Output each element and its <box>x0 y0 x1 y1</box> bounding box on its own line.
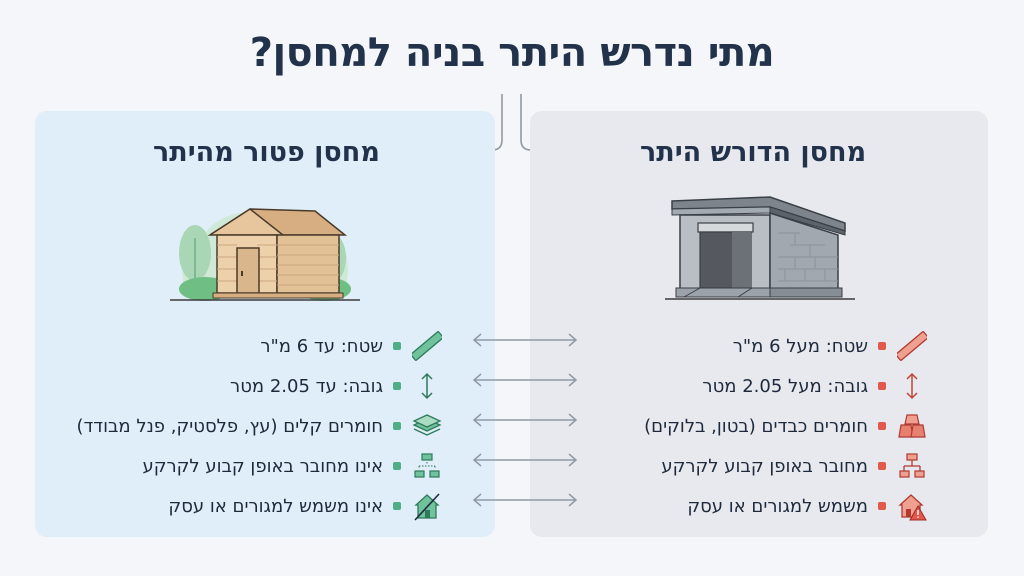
permit-criterion-fixed: מחובר באופן קבוע לקרקע <box>644 446 928 486</box>
ruler-icon <box>896 330 928 362</box>
exempt-panel-title: מחסן פטור מהיתר <box>153 137 380 168</box>
bullet <box>393 422 401 430</box>
permit-criteria-list: שטח: מעל 6 מ"ר גובה: מעל 2.05 מטר חומרים… <box>644 326 928 526</box>
page-title: מתי נדרש היתר בניה למחסן? <box>249 30 775 76</box>
exempt-panel: מחסן פטור מהיתר שטח: <box>35 111 495 537</box>
hierarchy-disconnected-icon <box>411 450 443 482</box>
bullet <box>393 382 401 390</box>
bullet <box>878 422 886 430</box>
permit-criterion-area: שטח: מעל 6 מ"ר <box>644 326 928 366</box>
bullet <box>878 502 886 510</box>
comparison-arrow-area <box>470 320 580 360</box>
bullet <box>393 462 401 470</box>
exempt-criterion-materials: חומרים קלים (עץ, פלסטיק, פנל מבודד) <box>76 406 443 446</box>
hierarchy-connected-icon <box>896 450 928 482</box>
comparison-arrow-fixed <box>470 440 580 480</box>
comparison-arrow-usage <box>470 480 580 520</box>
bullet <box>393 502 401 510</box>
stacked-blocks-icon <box>896 410 928 442</box>
vertical-double-arrow-icon <box>411 370 443 402</box>
ruler-icon <box>411 330 443 362</box>
vertical-double-arrow-icon <box>896 370 928 402</box>
layers-icon <box>411 410 443 442</box>
bullet <box>878 342 886 350</box>
permit-criterion-height: גובה: מעל 2.05 מטר <box>644 366 928 406</box>
bullet <box>878 462 886 470</box>
permit-required-panel-title: מחסן הדורש היתר <box>640 137 867 168</box>
exempt-criterion-height: גובה: עד 2.05 מטר <box>76 366 443 406</box>
house-crossed-icon <box>411 490 443 522</box>
house-warning-icon <box>896 490 928 522</box>
exempt-criterion-no-residence: אינו משמש למגורים או עסק <box>76 486 443 526</box>
comparison-arrow-height <box>470 360 580 400</box>
concrete-storage-illustration <box>665 196 855 300</box>
wooden-shed-illustration <box>170 208 360 301</box>
exempt-criteria-list: שטח: עד 6 מ"ר גובה: עד 2.05 מטר חומרים ק… <box>76 326 443 526</box>
comparison-arrows <box>470 320 580 520</box>
permit-criterion-residence: משמש למגורים או עסק <box>644 486 928 526</box>
bullet <box>393 342 401 350</box>
comparison-arrow-materials <box>470 400 580 440</box>
permit-required-panel: מחסן הדורש היתר שטח: מעל 6 מ"ר <box>530 111 988 537</box>
permit-criterion-materials: חומרים כבדים (בטון, בלוקים) <box>644 406 928 446</box>
exempt-criterion-area: שטח: עד 6 מ"ר <box>76 326 443 366</box>
bullet <box>878 382 886 390</box>
exempt-criterion-not-fixed: אינו מחובר באופן קבוע לקרקע <box>76 446 443 486</box>
